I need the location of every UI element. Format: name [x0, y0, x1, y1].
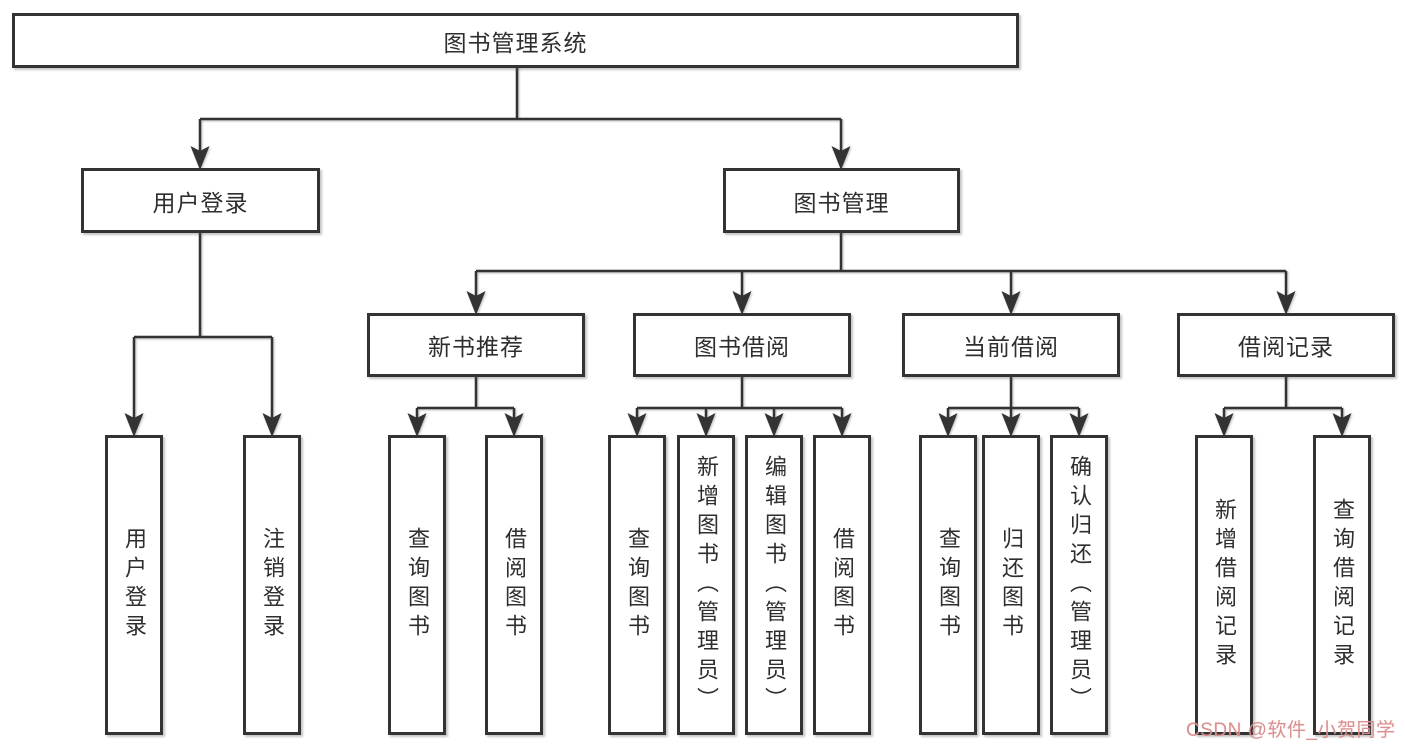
arrow-icon [696, 413, 716, 437]
leaf-borrow-books-2: 借阅图书 [813, 435, 871, 735]
leaf-return-books: 归还图书 [982, 435, 1040, 735]
leaf-query-books-1: 查询图书 [388, 435, 446, 735]
leaf-add-books-admin: 新增图书（管理员） [677, 435, 735, 735]
arrow-icon [1276, 291, 1296, 315]
arrow-icon [466, 291, 486, 315]
arrow-icon [407, 413, 427, 437]
arrow-icon [262, 413, 282, 437]
leaf-borrow-books-1: 借阅图书 [485, 435, 543, 735]
leaf-confirm-return-admin: 确认归还（管理员） [1050, 435, 1108, 735]
arrow-icon [1001, 413, 1021, 437]
arrow-icon [764, 413, 784, 437]
node-borrow-records: 借阅记录 [1177, 313, 1395, 377]
arrow-icon [1069, 413, 1089, 437]
leaf-user-login: 用户登录 [105, 435, 163, 735]
node-book-management: 图书管理 [723, 168, 960, 233]
leaf-query-books-2: 查询图书 [608, 435, 666, 735]
leaf-add-borrow-record: 新增借阅记录 [1195, 435, 1253, 735]
leaf-logout-login: 注销登录 [243, 435, 301, 735]
arrow-icon [190, 146, 210, 170]
arrow-icon [732, 291, 752, 315]
node-book-borrow: 图书借阅 [633, 313, 851, 377]
leaf-query-borrow-record: 查询借阅记录 [1313, 435, 1371, 735]
arrow-icon [124, 413, 144, 437]
connector-paths [132, 66, 1344, 419]
arrow-icon [1001, 291, 1021, 315]
arrow-icon [832, 413, 852, 437]
leaf-edit-books-admin: 编辑图书（管理员） [745, 435, 803, 735]
arrow-icon [627, 413, 647, 437]
watermark: CSDN @软件_小贺同学 [1186, 720, 1396, 741]
arrow-icon [938, 413, 958, 437]
arrow-icon [504, 413, 524, 437]
arrow-icon [1332, 413, 1352, 437]
node-current-borrow: 当前借阅 [902, 313, 1120, 377]
arrow-icon [831, 146, 851, 170]
node-new-book-recommend: 新书推荐 [367, 313, 585, 377]
leaf-query-books-3: 查询图书 [919, 435, 977, 735]
arrow-icon [1214, 413, 1234, 437]
node-user-login: 用户登录 [81, 168, 320, 233]
arrowheads [124, 146, 1352, 437]
node-root: 图书管理系统 [12, 13, 1019, 68]
